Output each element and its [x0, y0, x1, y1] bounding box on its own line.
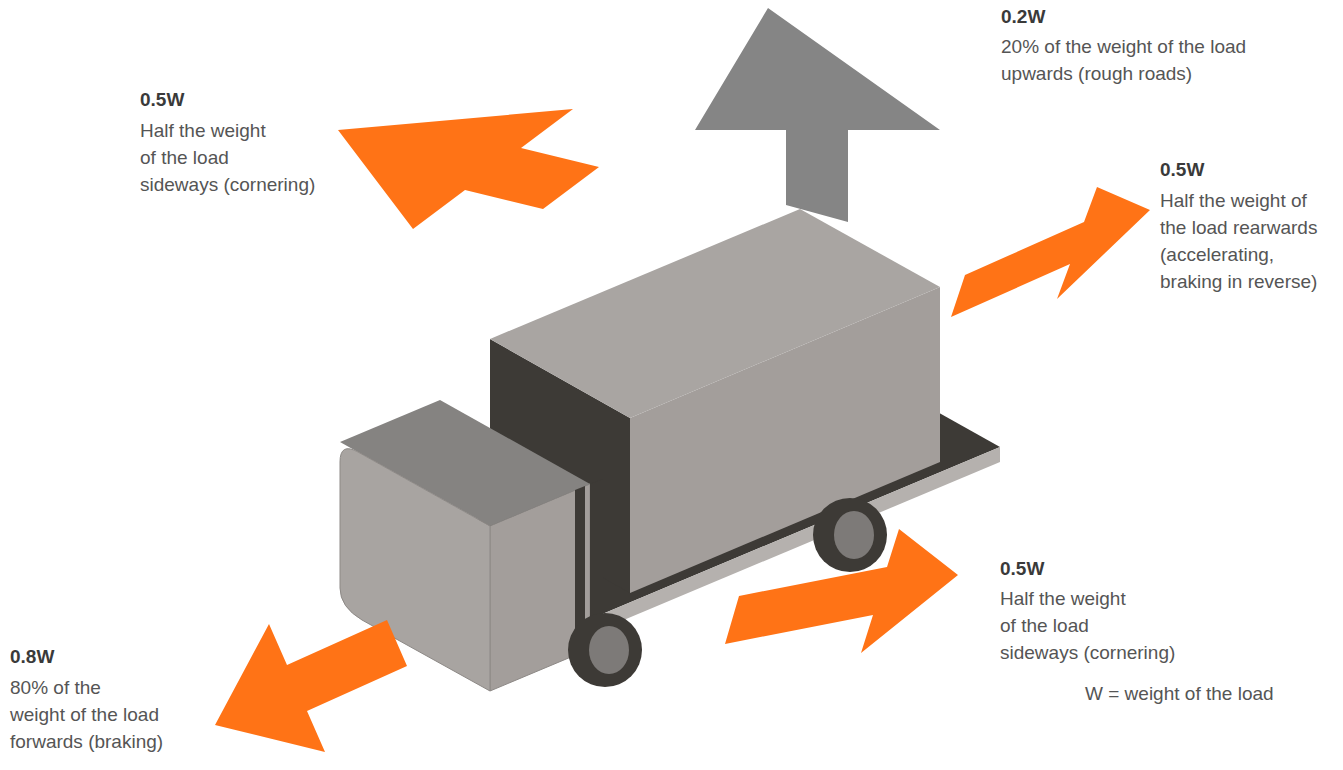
rearward-force-arrow [951, 187, 1150, 317]
sideways-force-arrow [725, 529, 958, 653]
force-value: 0.2W [1001, 5, 1045, 29]
force-description: 20% of the weight of the load upwards (r… [1001, 33, 1246, 87]
legend-note: W = weight of the load [1085, 680, 1274, 707]
force-description: 80% of the weight of the load forwards (… [10, 674, 163, 755]
forward-force-arrow [215, 620, 407, 752]
front-wheel [568, 613, 642, 687]
force-description: Half the weight of the load sideways (co… [1000, 585, 1175, 666]
wheel-hub [834, 511, 874, 559]
force-value: 0.8W [10, 645, 54, 669]
rear-wheel [813, 498, 887, 572]
wheel-hub [589, 626, 629, 674]
force-description: Half the weight of the load rearwards (a… [1160, 187, 1317, 295]
force-value: 0.5W [140, 88, 184, 112]
force-value: 0.5W [1160, 158, 1204, 182]
sideways-force-arrow [338, 109, 599, 229]
force-value: 0.5W [1000, 557, 1044, 581]
upward-force-arrow [695, 8, 940, 222]
load-top-face [490, 209, 940, 418]
force-description: Half the weight of the load sideways (co… [140, 117, 315, 198]
